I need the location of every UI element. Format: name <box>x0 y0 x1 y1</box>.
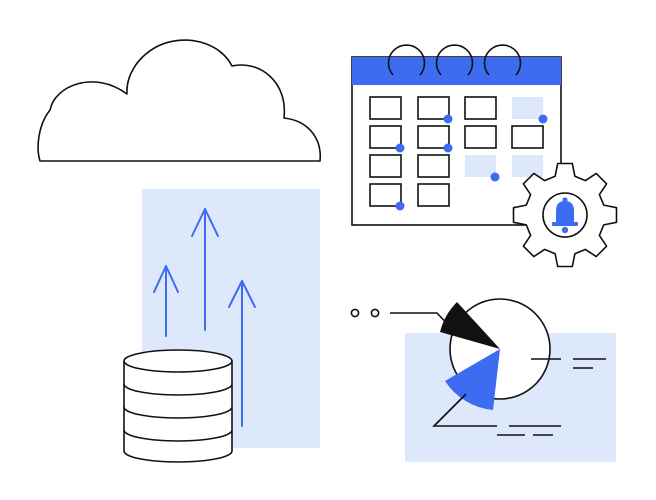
database-upload-icon <box>123 189 320 463</box>
upload-arrow <box>191 208 219 331</box>
gear-bell-icon <box>512 162 618 268</box>
calendar-icon <box>351 44 562 226</box>
bell-icon <box>552 197 578 234</box>
pie-chart-icon <box>350 298 616 462</box>
calendar-cells <box>369 96 544 207</box>
database-icon <box>123 349 233 463</box>
report-lines <box>432 358 606 436</box>
cloud-icon <box>37 39 321 162</box>
pie-blue-slice <box>445 349 500 410</box>
calendar-markers <box>395 114 548 211</box>
upload-arrow <box>228 280 256 427</box>
calendar-header <box>352 57 561 85</box>
pie-black-slice <box>440 302 500 349</box>
upload-arrow <box>153 265 179 337</box>
legend-dots <box>350 308 380 318</box>
calendar-rings <box>387 44 522 76</box>
